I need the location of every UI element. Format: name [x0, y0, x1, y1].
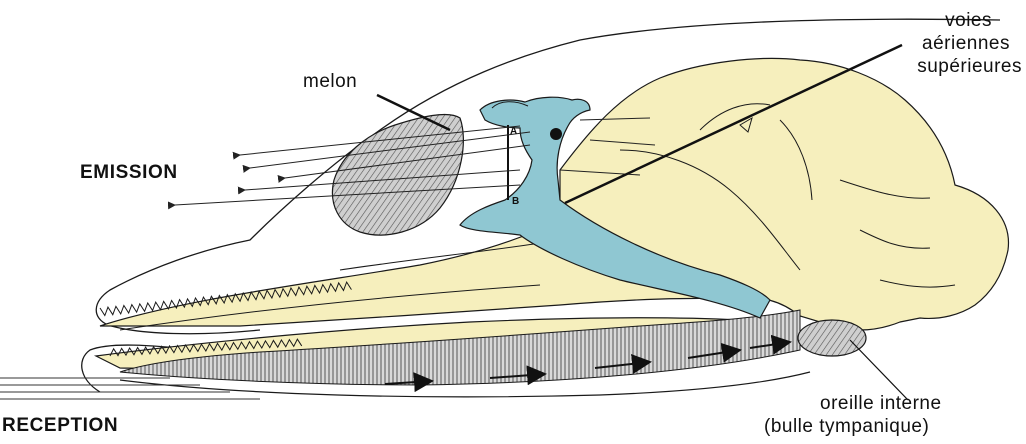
reception-label: RECEPTION: [2, 415, 118, 437]
melon-label: melon: [303, 71, 357, 93]
airways-label-line2: aériennes: [917, 32, 1022, 55]
tympanic-bulla: [798, 320, 866, 356]
ear-label: oreille interne (bulle tympanique): [810, 392, 942, 438]
ear-leader: [850, 340, 908, 400]
point-b-label: B: [512, 196, 519, 207]
ear-label-line2: (bulle tympanique): [764, 415, 942, 438]
airways-label-line3: supérieures: [917, 55, 1022, 78]
airways-label: voies aériennes supérieures: [917, 9, 1022, 78]
airways-label-line1: voies: [917, 9, 1022, 32]
point-a-label: A: [510, 126, 517, 137]
ear-label-line1: oreille interne: [810, 392, 942, 415]
emission-label: EMISSION: [80, 162, 178, 184]
melon: [332, 114, 463, 235]
